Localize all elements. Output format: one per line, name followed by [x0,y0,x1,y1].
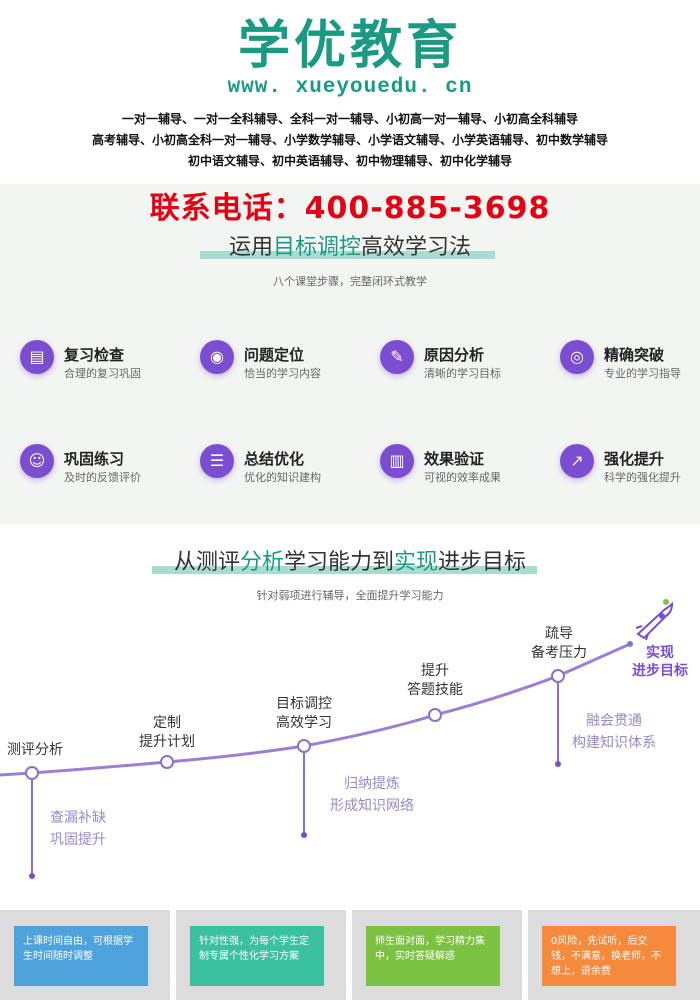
title-underline [200,251,495,259]
feature-card: 上课时间自由，可根据学生时间随时调整 [0,910,170,1000]
step-item: ▤ 复习检查 合理的复习巩固 [20,340,190,390]
step-item: ✎ 原因分析 清晰的学习目标 [380,340,550,390]
milestone-sub: 归纳提炼 形成知识网络 [320,773,424,817]
step-title: 效果验证 [424,450,485,468]
title-highlight: 分析 [239,550,284,575]
document-icon: ▤ [20,340,54,374]
milestone-node [428,708,442,722]
title-highlight: 实现 [394,550,439,575]
step-desc: 科学的强化提升 [604,471,681,484]
step-item: ◉ 问题定位 恰当的学习内容 [200,340,370,390]
title-part: 学习能力到 [283,550,394,575]
journey-subtitle: 针对弱项进行辅导，全面提升学习能力 [256,589,444,602]
step-item: ▥ 效果验证 可视的效率成果 [380,444,550,494]
list-icon: ☰ [200,444,234,478]
goal-dot [627,641,633,647]
milestone-label: 目标调控 高效学习 [276,696,332,731]
journey-path-svg [0,599,674,879]
title-highlight: 目标调控 [272,235,361,260]
reader-icon: ☺ [20,444,54,478]
step-title: 强化提升 [604,450,665,468]
target-icon: ◎ [560,340,594,374]
title-part: 从测评 [173,550,240,575]
milestone-label: 测评分析 [7,742,63,758]
feature-card-text: 0风险，先试听，后交钱，不满意，换老师，不想上，退余费 [542,926,676,986]
milestone-sub-line: 融会贯通 [586,713,642,729]
step-item: ☰ 总结优化 优化的知识建构 [200,444,370,494]
title-part: 运用 [228,235,273,260]
milestone-label: 定制 提升计划 [139,715,195,750]
milestone-sub-line: 构建知识体系 [572,735,656,751]
method-title: 运用目标调控高效学习法 [0,229,700,261]
step-desc: 恰当的学习内容 [244,367,321,380]
note-icon: ✎ [380,340,414,374]
book-icon: ▥ [380,444,414,478]
service-list: 一对一辅导、一对一全科辅导、全科一对一辅导、小初高一对一辅导、小初高全科辅导 高… [0,109,700,172]
milestone-sub-line: 查漏补缺 [50,810,106,826]
header: 学优教育 www. xueyouedu. cn 一对一辅导、一对一全科辅导、全科… [0,0,700,190]
milestone-sub-line: 巩固提升 [50,832,106,848]
milestone-sub: 查漏补缺 巩固提升 [36,807,120,851]
step-title: 问题定位 [244,346,305,364]
title-part: 进步目标 [438,550,527,575]
milestone-sub-line: 归纳提炼 [344,776,400,792]
milestone-label: 疏导 备考压力 [531,626,587,661]
step-title: 总结优化 [244,450,305,468]
feature-card-text: 上课时间自由，可根据学生时间随时调整 [14,926,148,986]
method-title-text: 运用目标调控高效学习法 [229,235,471,260]
feature-card: 针对性强，为每个学生定制专属个性化学习方案 [176,910,346,1000]
step-desc: 清晰的学习目标 [424,367,501,380]
service-line: 高考辅导、小初高全科一对一辅导、小学数学辅导、小学语文辅导、小学英语辅导、初中数… [91,133,608,147]
step-title: 复习检查 [64,346,125,364]
milestone-sub-line: 形成知识网络 [330,798,414,814]
stem-dot [555,761,561,767]
milestone-node [160,755,174,769]
feature-cards: 上课时间自由，可根据学生时间随时调整 针对性强，为每个学生定制专属个性化学习方案… [0,910,700,1000]
milestone-node [551,669,565,683]
milestone-node [297,739,311,753]
step-desc: 及时的反馈评价 [64,471,141,484]
journey-title-text: 从测评分析学习能力到实现进步目标 [174,550,526,575]
title-part: 高效学习法 [361,235,472,260]
step-desc: 优化的知识建构 [244,471,321,484]
milestone-node [25,766,39,780]
step-desc: 可视的效率成果 [424,471,501,484]
goal-label: 实现 进步目标 [632,645,688,679]
feature-card-text: 师生面对面，学习精力集中，实时答疑解惑 [366,926,500,986]
step-item: ☺ 巩固练习 及时的反馈评价 [20,444,190,494]
step-title: 巩固练习 [64,450,125,468]
service-line: 初中语文辅导、初中英语辅导、初中物理辅导、初中化学辅导 [187,154,512,168]
step-item: ↗ 强化提升 科学的强化提升 [560,444,700,494]
journey-title: 从测评分析学习能力到实现进步目标 [0,544,700,576]
step-item: ◎ 精确突破 专业的学习指导 [560,340,700,390]
title-underline [152,566,537,574]
contact-phone[interactable]: 联系电话：400-885-3698 [149,191,551,226]
step-desc: 合理的复习巩固 [64,367,141,380]
brand-url[interactable]: www. xueyouedu. cn [227,76,473,99]
feature-card: 师生面对面，学习精力集中，实时答疑解惑 [352,910,522,1000]
feature-card: 0风险，先试听，后交钱，不满意，换老师，不想上，退余费 [528,910,700,1000]
progress-journey: 测评分析 查漏补缺 巩固提升 定制 提升计划 目标调控 高效学习 归纳提炼 形成… [0,560,700,900]
step-title: 原因分析 [424,346,485,364]
step-desc: 专业的学习指导 [604,367,681,380]
brand-logo[interactable]: 学优教育 [237,15,462,76]
milestone-label: 提升 答题技能 [407,663,463,698]
method-subtitle: 八个课堂步骤，完整闭环式教学 [273,275,427,288]
location-pin-icon: ◉ [200,340,234,374]
growth-icon: ↗ [560,444,594,478]
step-title: 精确突破 [604,346,665,364]
service-line: 一对一辅导、一对一全科辅导、全科一对一辅导、小初高一对一辅导、小初高全科辅导 [121,112,578,126]
rocket-icon [635,599,674,641]
stem-dot [301,832,307,838]
milestone-sub: 融会贯通 构建知识体系 [562,710,666,754]
feature-card-text: 针对性强，为每个学生定制专属个性化学习方案 [190,926,324,986]
stem-dot [29,873,35,879]
